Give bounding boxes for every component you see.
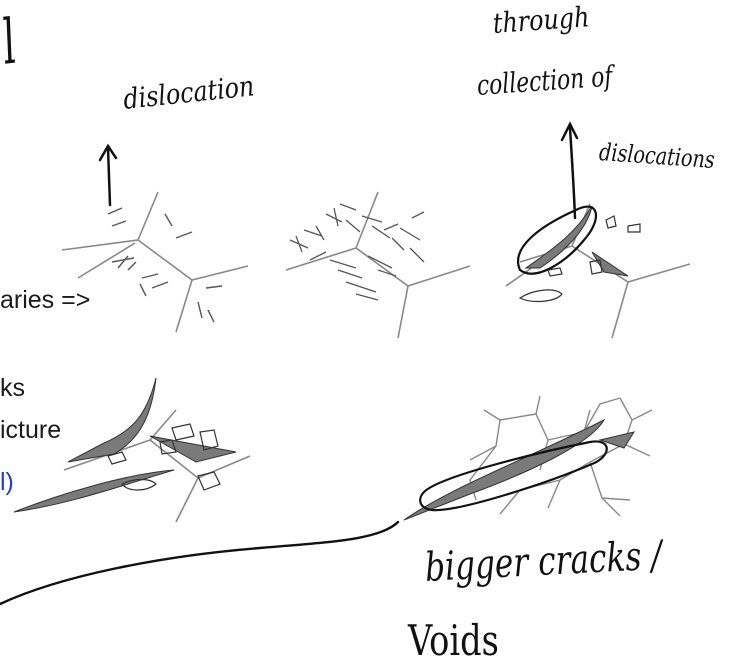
grain-boundaries xyxy=(62,192,248,332)
collection-arrow xyxy=(562,124,577,218)
panel-dense-dislocations xyxy=(286,192,470,338)
crack-along-boundary xyxy=(526,206,592,268)
crack-main xyxy=(68,378,156,462)
grain-boundaries-2 xyxy=(286,192,470,338)
panel-crack-nucleation xyxy=(506,204,690,338)
panel-fracture xyxy=(0,396,652,604)
grain-boundaries-3 xyxy=(506,204,690,338)
panel-crack-growth xyxy=(14,378,250,522)
dislocation-tangle xyxy=(290,204,424,300)
grain-boundaries-4 xyxy=(64,410,250,522)
dislocation-arrow xyxy=(100,146,116,205)
connector-line xyxy=(0,522,398,604)
crack-lower xyxy=(14,470,174,512)
panel-grain-with-dislocations xyxy=(62,192,248,332)
dislocation-lines xyxy=(108,208,222,322)
large-crack xyxy=(404,420,604,520)
crack-junction xyxy=(150,436,236,462)
